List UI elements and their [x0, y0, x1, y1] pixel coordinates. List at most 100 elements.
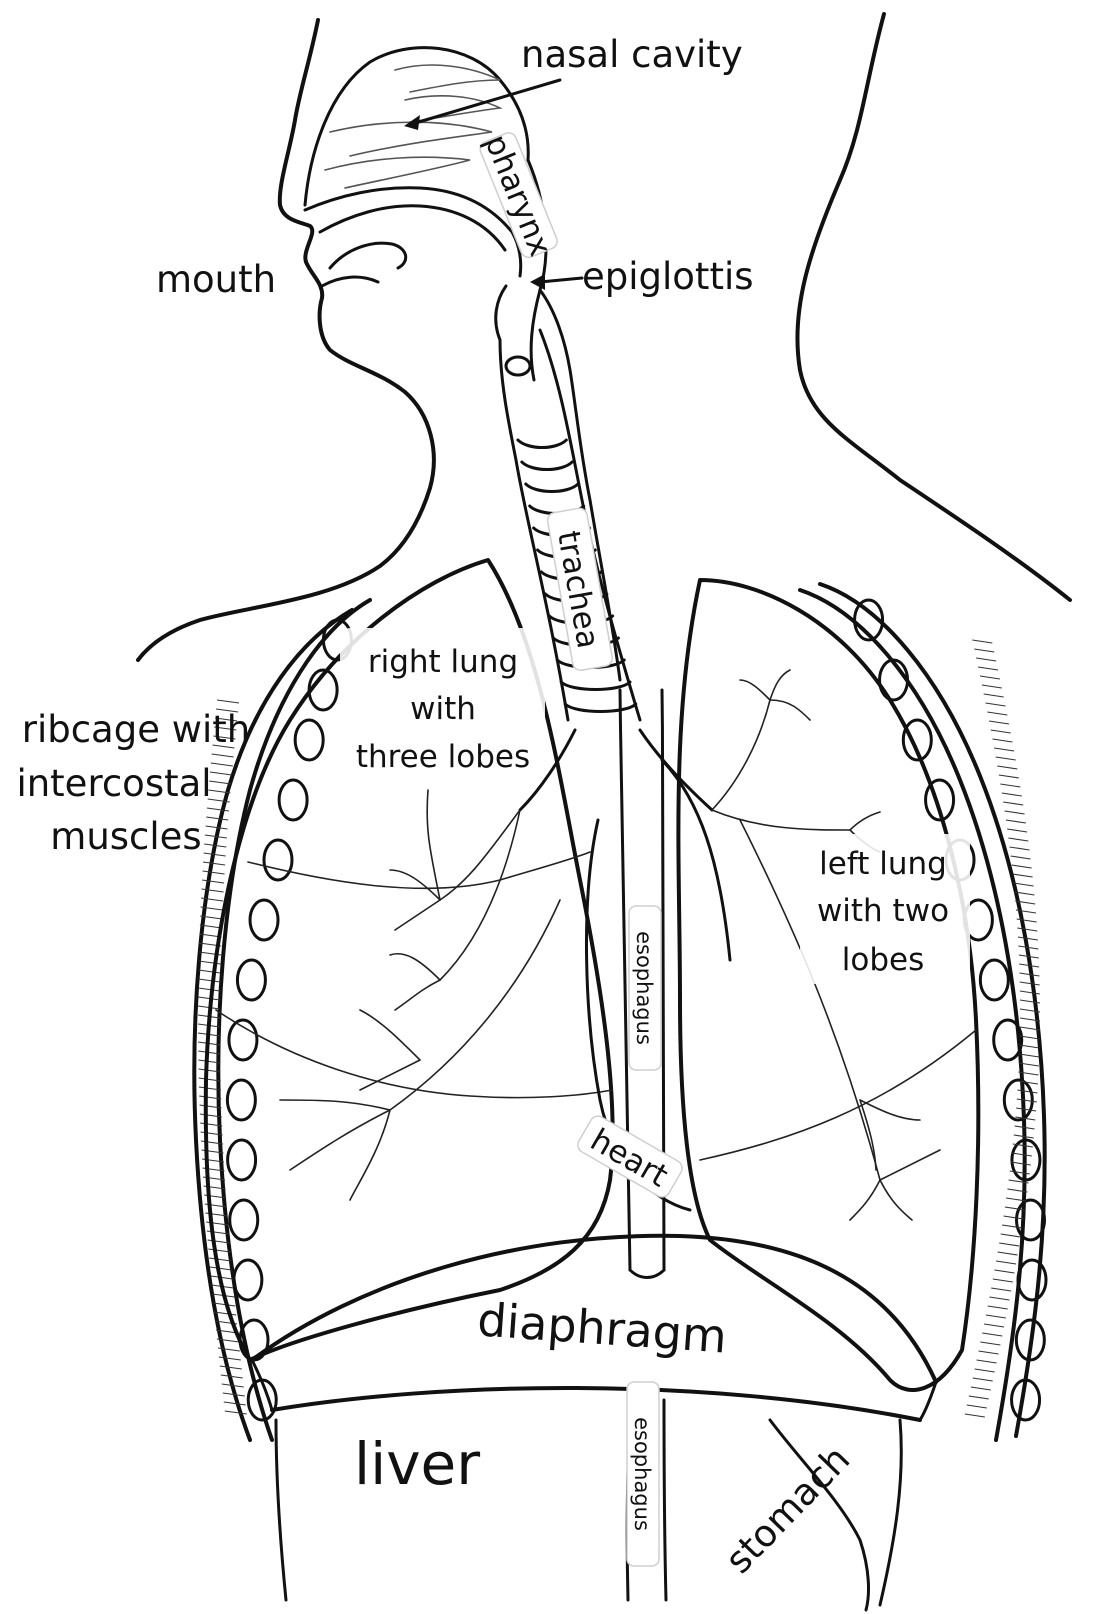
trachea-ring [526, 484, 578, 492]
rib-hatch-line [224, 1402, 246, 1405]
rib-hatch-line [217, 700, 239, 703]
rib-hatch-line [1005, 811, 1025, 814]
rib-hatch-line [1009, 847, 1029, 850]
rib-hatch-line [978, 667, 998, 670]
trachea-ring [565, 704, 636, 712]
rib-band [227, 1080, 255, 1120]
rib-hatch-line [1011, 856, 1031, 859]
rib-hatch-line [988, 1306, 1008, 1309]
rib-hatch-line [994, 1270, 1014, 1273]
label-ribcage-line2: intercostal [16, 762, 211, 805]
rib-hatch-line [999, 775, 1019, 778]
rib-hatch-line [971, 1387, 991, 1390]
label-mouth: mouth [156, 258, 276, 301]
rib-hatch-line [1004, 1216, 1024, 1219]
label-left-lung-line1: left lung [819, 846, 947, 882]
label-esophagus-upper-group: esophagus [629, 906, 661, 1070]
label-esophagus-lower: esophagus [630, 1417, 654, 1531]
rib-hatch-line [973, 1378, 993, 1381]
rib-hatch-line [996, 1261, 1016, 1264]
rib-hatch-line [1014, 883, 1034, 886]
rib-hatch-line [992, 739, 1012, 742]
rib-hatch-line [984, 694, 1004, 697]
rib-hatch-line [225, 1411, 247, 1414]
label-ribcage-line1: ribcage with [22, 708, 251, 751]
rib-hatch-line [969, 1396, 989, 1399]
rib-hatch-line [1017, 928, 1037, 931]
rib-hatch-line [1013, 874, 1033, 877]
rib-hatch-line [986, 1315, 1006, 1318]
label-right-lung-line2: with [410, 691, 476, 727]
rib-hatch-line [198, 979, 220, 982]
label-ribcage-line3: muscles [50, 815, 201, 858]
rib-hatch-line [199, 970, 221, 973]
rib-hatch-line [991, 1288, 1011, 1291]
label-esophagus-lower-group: esophagus [627, 1382, 659, 1566]
label-right-lung-line1: right lung [368, 644, 518, 680]
rib-hatch-line [1001, 1234, 1021, 1237]
rib-hatch-line [989, 1297, 1009, 1300]
rib-hatch-line [999, 1243, 1019, 1246]
label-left-lung-line3: lobes [842, 942, 924, 978]
label-right-lung-group: right lung with three lobes [340, 628, 545, 778]
label-left-lung-group: left lung with two lobes [800, 834, 970, 984]
rib-hatch-line [213, 1303, 235, 1306]
label-diaphragm-group: diaphragm [476, 1292, 729, 1363]
rib-band [250, 900, 278, 940]
label-left-lung-line2: with two [817, 893, 949, 929]
rib-hatch-line [982, 685, 1002, 688]
rib-band [237, 960, 265, 1000]
rib-hatch-line [1006, 820, 1026, 823]
rib-hatch-line [985, 703, 1005, 706]
rib-hatch-line [1017, 1090, 1037, 1093]
rib-hatch-line [991, 730, 1011, 733]
label-right-lung-line3: three lobes [356, 739, 530, 775]
rib-hatch-line [219, 1357, 241, 1360]
rib-band [1017, 1200, 1045, 1240]
rib-band [980, 960, 1008, 1000]
rib-band [229, 1020, 257, 1060]
rib-hatch-line [1016, 1108, 1036, 1111]
label-stomach: stomach [717, 1438, 858, 1582]
rib-hatch-line [1017, 919, 1037, 922]
rib-band [264, 840, 292, 880]
rib-hatch-line [203, 862, 225, 865]
rib-hatch-line [203, 871, 225, 874]
rib-hatch-line [1002, 793, 1022, 796]
rib-hatch-line [998, 1252, 1018, 1255]
rib-hatch-line [1008, 838, 1028, 841]
rib-hatch-line [1012, 1153, 1032, 1156]
trachea-ring [522, 462, 572, 470]
label-nasal-cavity: nasal cavity [521, 33, 743, 76]
rib-hatch-line [209, 1258, 231, 1261]
rib-band [880, 660, 908, 700]
rib-hatch-line [994, 748, 1014, 751]
rib-hatch-line [989, 721, 1009, 724]
rib-hatch-line [993, 1279, 1013, 1282]
rib-hatch-line [1020, 982, 1040, 985]
rib-band [230, 1200, 258, 1240]
rib-hatch-line [1007, 829, 1027, 832]
rib-hatch-line [976, 658, 996, 661]
rib-hatch-line [1020, 991, 1040, 994]
label-esophagus-upper: esophagus [632, 931, 656, 1045]
rib-hatch-line [975, 1369, 995, 1372]
rib-hatch-line [980, 676, 1000, 679]
rib-hatch-line [1011, 1162, 1031, 1165]
rib-hatch-line [1000, 784, 1020, 787]
rib-hatch-line [974, 649, 994, 652]
rib-hatch-line [972, 640, 992, 643]
head-neck-outline [138, 14, 1070, 680]
rib-hatch-line [198, 988, 220, 991]
rib-hatch-line [209, 781, 231, 784]
rib-hatch-line [977, 1360, 997, 1363]
label-stomach-group: stomach [717, 1438, 858, 1582]
rib-hatch-line [210, 772, 232, 775]
rib-hatch-line [982, 1333, 1002, 1336]
rib-hatch-line [978, 1351, 998, 1354]
rib-hatch-line [987, 712, 1007, 715]
label-liver: liver [354, 1430, 480, 1498]
rib-hatch-line [207, 808, 229, 811]
rib-band [228, 1140, 256, 1180]
